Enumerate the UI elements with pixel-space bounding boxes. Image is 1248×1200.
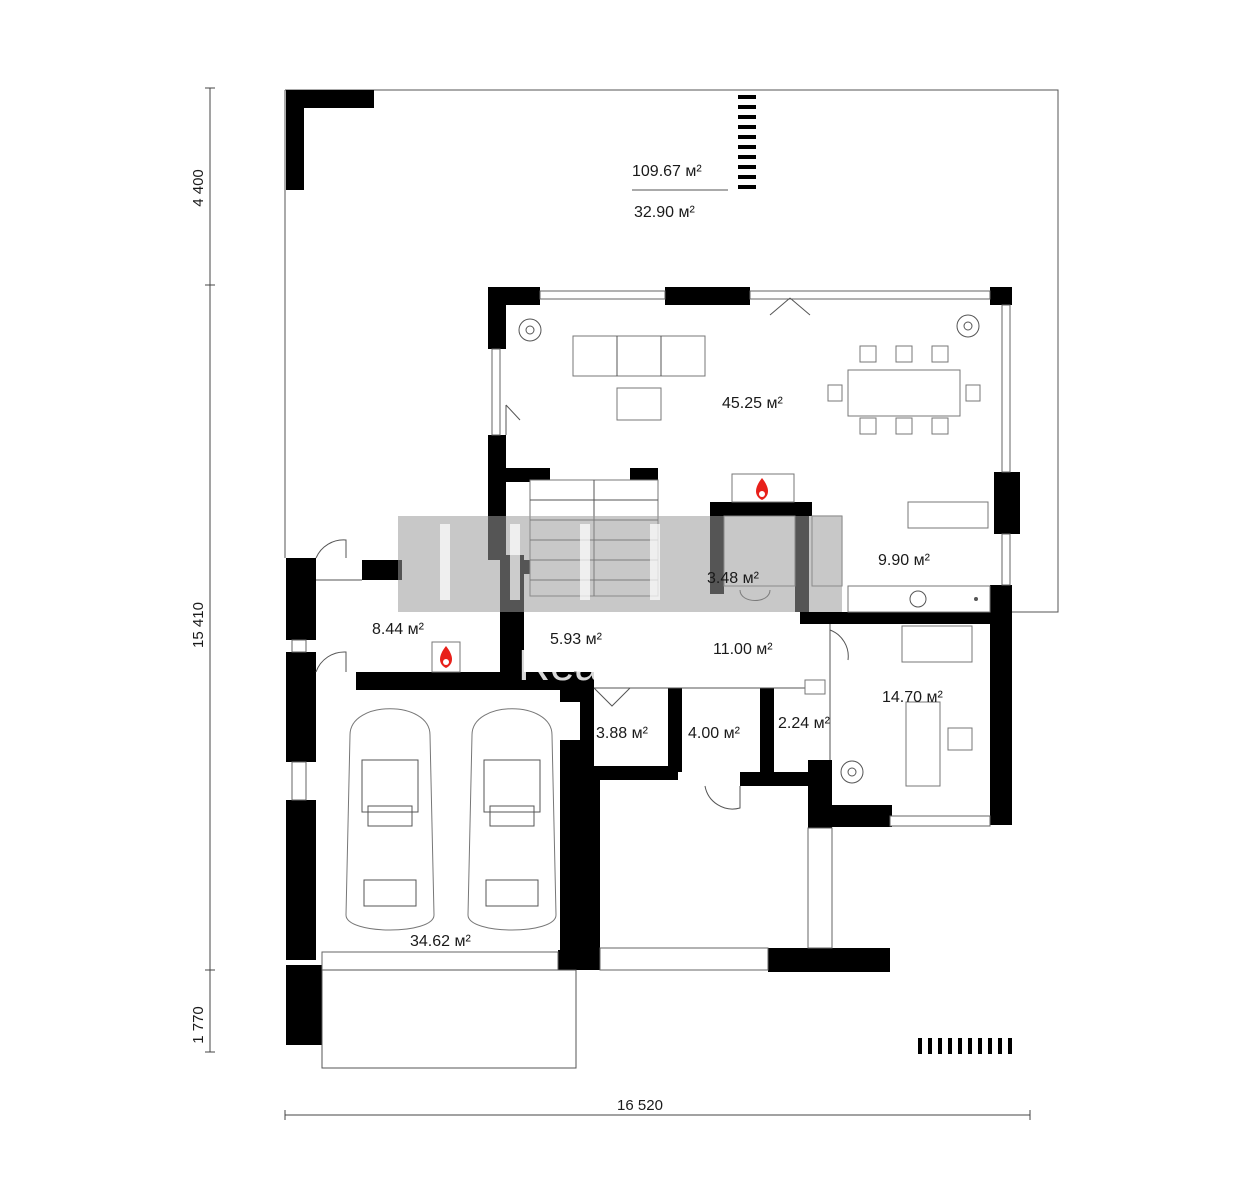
area-terrace-total: 109.67 м²	[632, 163, 702, 180]
area-stair: 5.93 м²	[550, 631, 603, 648]
area-terrace-covered: 32.90 м²	[634, 204, 695, 221]
dim-bottom-left: 1 770	[190, 1006, 207, 1044]
area-hall: 11.00 м²	[713, 641, 773, 658]
area-entry: 8.44 м²	[372, 621, 425, 638]
dim-top-left: 4 400	[190, 169, 207, 207]
dim-bottom: 16 520	[617, 1097, 663, 1114]
area-store-a: 3.88 м²	[596, 725, 649, 742]
north-stairs-icon	[738, 95, 756, 189]
thin-walls	[291, 290, 1011, 1069]
area-garage: 34.62 м²	[410, 933, 471, 950]
terrace-outline	[284, 89, 1059, 613]
fireplace-icon	[431, 473, 795, 673]
coffee-table	[616, 387, 662, 421]
area-wc: 2.24 м²	[778, 715, 831, 732]
doors	[315, 297, 849, 810]
entry-stairs-icon	[918, 1038, 1012, 1054]
watermark: Real Estate	[398, 516, 842, 690]
car-icon	[345, 708, 557, 931]
area-study: 14.70 м²	[882, 689, 943, 706]
dining-table	[827, 345, 981, 435]
area-bath-small: 3.48 м²	[707, 570, 760, 587]
area-store-b: 4.00 м²	[688, 725, 741, 742]
plant-icon	[518, 314, 980, 784]
sofa	[572, 335, 706, 377]
area-kitchen: 9.90 м²	[878, 552, 931, 569]
dimension-lines	[205, 87, 1031, 1120]
dim-middle-left: 15 410	[190, 602, 207, 648]
study-furniture	[804, 625, 973, 787]
area-living: 45.25 м²	[722, 395, 783, 412]
watermark-text: Real Estate	[518, 641, 745, 690]
